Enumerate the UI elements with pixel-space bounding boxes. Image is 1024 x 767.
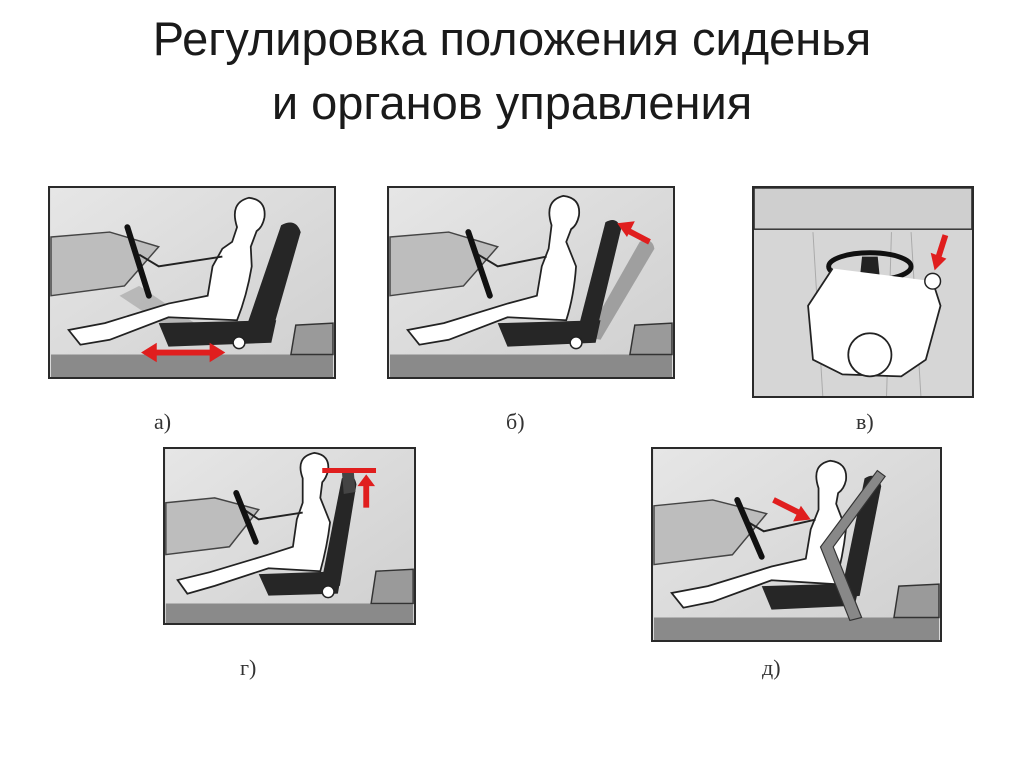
steering-wheel bbox=[124, 224, 152, 299]
seat-back bbox=[241, 222, 301, 340]
panel-label-d: д) bbox=[762, 655, 781, 680]
windshield-band bbox=[754, 188, 972, 230]
arrow-backrest bbox=[617, 221, 651, 245]
panel-label-b: б) bbox=[506, 409, 525, 434]
driver-head bbox=[847, 332, 893, 378]
seat-back bbox=[840, 475, 882, 598]
driver-figure bbox=[67, 196, 266, 346]
seat-cushion bbox=[158, 320, 277, 347]
arrow-up bbox=[322, 468, 377, 508]
arrow-down bbox=[930, 234, 949, 271]
illustration-backrest-angle bbox=[389, 188, 673, 377]
floor-shape bbox=[50, 354, 334, 377]
adjust-knob bbox=[232, 336, 246, 350]
panel-backrest-angle bbox=[387, 186, 675, 379]
driver-figure bbox=[670, 459, 848, 609]
panel-label-v: в) bbox=[856, 409, 874, 434]
panel-seat-belt bbox=[651, 447, 942, 642]
seat-cushion bbox=[497, 320, 601, 347]
title-line-2: и органов управления bbox=[271, 76, 753, 129]
panel-head-restraint bbox=[163, 447, 416, 625]
arrow-fore-aft bbox=[141, 342, 226, 363]
illustration-seat-fore-aft bbox=[50, 188, 334, 377]
panel-top-view bbox=[752, 186, 974, 398]
panel-label-a: а) bbox=[154, 409, 172, 434]
panel-label-g: г) bbox=[240, 655, 257, 680]
illustration-head-restraint bbox=[165, 449, 414, 623]
seat-back bbox=[576, 219, 622, 337]
seat-back bbox=[320, 475, 357, 588]
title-line-1: Регулировка положения сиденья bbox=[152, 12, 872, 65]
seat-belt-strap bbox=[819, 469, 886, 622]
panel-seat-fore-aft bbox=[48, 186, 336, 379]
reclined-backrest-ghost bbox=[585, 240, 655, 340]
driver-figure bbox=[176, 452, 331, 595]
head-restraint bbox=[341, 468, 356, 494]
driver-figure bbox=[406, 194, 581, 346]
illustration-seat-belt bbox=[653, 449, 940, 640]
arrow-belt bbox=[772, 497, 811, 522]
illustration-top-view bbox=[754, 188, 972, 396]
